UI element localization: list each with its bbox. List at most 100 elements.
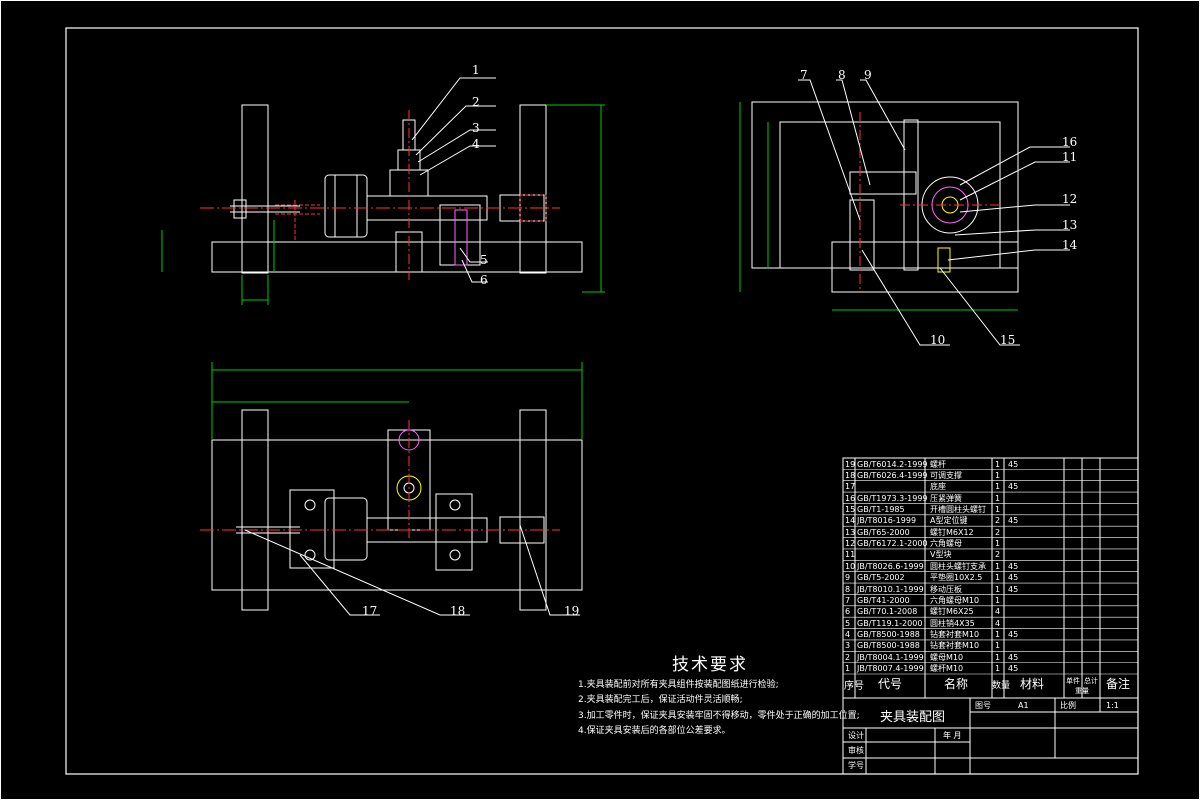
bom-cell-code: GB/T6026.4-1999 — [857, 470, 928, 480]
bom-cell-qty: 1 — [995, 459, 1001, 469]
bom-cell-code: JB/T8016-1999 — [857, 516, 917, 526]
bom-cell-material: 45 — [1008, 482, 1019, 492]
bom-cell-no: 14 — [845, 516, 856, 526]
bom-cell-name: 钻套衬套M10 — [930, 641, 980, 651]
bom-cell-code: GB/T65-2000 — [857, 527, 910, 537]
bom-cell-no: 8 — [845, 584, 851, 594]
bom-cell-name: 移动压板 — [930, 584, 962, 594]
bom-cell-code: JB/T8007.4-1999 — [857, 664, 924, 674]
callout-7: 7 — [800, 68, 808, 82]
bom-cell-qty: 1 — [995, 539, 1001, 549]
sign-review: 审核 — [848, 746, 864, 755]
bom-cell-name: 螺杆M10 — [930, 664, 964, 674]
bom-cell-name: V型块 — [930, 550, 952, 560]
bom-cell-name: 圆柱销4X35 — [930, 618, 975, 628]
bom-cell-qty: 2 — [995, 550, 1001, 560]
bom-cell-qty: 4 — [995, 618, 1001, 628]
bom-header-unit: 单件 — [1066, 677, 1080, 685]
bom-cell-code: GB/T5-2002 — [857, 573, 905, 583]
bom-cell-qty: 1 — [995, 504, 1001, 514]
bom-header-total: 总计 — [1084, 677, 1098, 685]
bom-cell-qty: 1 — [995, 652, 1001, 662]
bom-cell-qty: 1 — [995, 573, 1001, 583]
bom-cell-qty: 1 — [995, 493, 1001, 503]
callout-19: 19 — [564, 604, 580, 618]
bom-cell-no: 16 — [845, 493, 856, 503]
bom-cell-no: 19 — [845, 459, 856, 469]
bom-cell-material: 45 — [1008, 459, 1019, 469]
title-block-grid — [842, 457, 1139, 775]
bom-cell-qty: 1 — [995, 664, 1001, 674]
bom-cell-no: 7 — [845, 595, 851, 605]
bom-cell-qty: 1 — [995, 561, 1001, 571]
bom-header-remark: 备注 — [1106, 677, 1131, 691]
callout-6: 6 — [480, 273, 488, 287]
drawing-number-label: 图号 — [975, 701, 991, 710]
bom-cell-qty: 1 — [995, 641, 1001, 651]
bom-cell-qty: 1 — [995, 584, 1001, 594]
bom-cell-name: 压紧弹簧 — [930, 493, 962, 503]
top-view — [200, 362, 583, 616]
bom-cell-no: 13 — [845, 527, 856, 537]
sign-date: 年 月 — [943, 731, 962, 740]
bom-cell-material: 45 — [1008, 573, 1019, 583]
bom-cell-name: 开槽圆柱头螺钉 — [930, 504, 986, 514]
callout-13: 13 — [1062, 218, 1078, 232]
bom-cell-qty: 1 — [995, 470, 1001, 480]
bom-cell-qty: 4 — [995, 607, 1001, 617]
bom-cell-name: 螺钉M6X12 — [930, 527, 974, 537]
bom-cell-code: GB/T70.1-2008 — [857, 607, 918, 617]
bom-cell-code: JB/T8026.6-1999 — [857, 561, 924, 571]
callout-9: 9 — [864, 68, 872, 82]
bom-header-no: 序号 — [844, 681, 864, 692]
bom-cell-qty: 1 — [995, 595, 1001, 605]
requirements-title: 技术要求 — [672, 655, 748, 675]
bom-cell-name: A型定位键 — [930, 516, 968, 526]
bom-header-code: 代号 — [878, 677, 903, 691]
bom-cell-material: 45 — [1008, 652, 1019, 662]
sign-design: 设计 — [848, 731, 864, 740]
bom-cell-no: 2 — [845, 652, 851, 662]
bom-cell-name: 螺母M10 — [930, 652, 964, 662]
bom-cell-code: GB/T6014.2-1999 — [857, 459, 928, 469]
callout-8: 8 — [838, 68, 846, 82]
bom-cell-name: 六角螺母M10 — [930, 595, 980, 605]
bom-cell-no: 9 — [845, 573, 851, 583]
bom-cell-no: 15 — [845, 504, 856, 514]
bom-cell-code: GB/T1-1985 — [857, 504, 905, 514]
bom-cell-name: 钻套衬套M10 — [930, 630, 980, 640]
callout-14: 14 — [1062, 238, 1078, 252]
bom-cell-name: 平垫圈10X2.5 — [930, 573, 983, 583]
callout-16: 16 — [1062, 135, 1078, 149]
bom-cell-name: 圆柱头螺钉支承 — [930, 561, 986, 571]
bom-cell-no: 6 — [845, 607, 851, 617]
bom-cell-code: GB/T8500-1988 — [857, 641, 920, 651]
bom-cell-no: 18 — [845, 470, 856, 480]
bom-cell-no: 17 — [845, 482, 856, 492]
bom-cell-no: 4 — [845, 630, 851, 640]
callout-3: 3 — [472, 121, 480, 135]
bom-cell-no: 1 — [845, 664, 851, 674]
requirement-3: 3.加工零件时，保证夹具安装牢固不得移动，零件处于正确的加工位置; — [578, 711, 860, 721]
drawing-title: 夹具装配图 — [880, 710, 946, 725]
bom-cell-qty: 2 — [995, 516, 1001, 526]
bom-cell-material: 45 — [1008, 561, 1019, 571]
bom-cell-no: 3 — [845, 641, 851, 651]
bom-cell-name: 螺杆 — [930, 459, 946, 469]
bom-cell-no: 11 — [845, 550, 856, 560]
bom-cell-name: 六角螺母 — [930, 539, 962, 549]
bom-cell-code: GB/T1973.3-1999 — [857, 493, 928, 503]
bom-cell-material: 45 — [1008, 664, 1019, 674]
bom-cell-name: 螺钉M6X25 — [930, 607, 974, 617]
front-view — [161, 77, 605, 305]
bom-header-weight: 重量 — [1075, 687, 1089, 695]
bom-cell-material: 45 — [1008, 584, 1019, 594]
bom-cell-qty: 2 — [995, 527, 1001, 537]
callout-15: 15 — [1000, 333, 1016, 347]
side-view — [739, 79, 1070, 346]
bom-cell-code: GB/T8500-1988 — [857, 630, 920, 640]
scale-value: 1:1 — [1106, 701, 1119, 710]
bom-cell-material: 45 — [1008, 516, 1019, 526]
callout-1: 1 — [472, 63, 480, 77]
